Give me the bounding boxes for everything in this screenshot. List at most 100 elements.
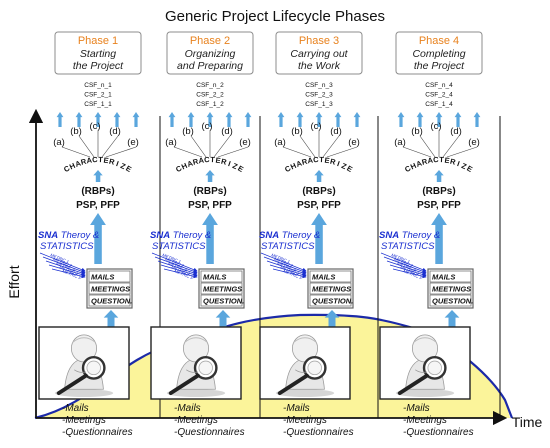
phase-header-box xyxy=(275,31,363,75)
data-source-text: -Meetings xyxy=(174,415,218,426)
metric-line xyxy=(392,268,427,279)
phase-name-line1: Carrying out xyxy=(290,48,348,60)
characterize-letter: Z xyxy=(119,161,127,171)
criterion-label: (c) xyxy=(430,121,441,132)
characterize-letter: E xyxy=(103,156,109,166)
source-label: QUESTION. xyxy=(91,297,132,306)
characterize-letter: C xyxy=(313,155,319,164)
source-label: MAILS xyxy=(91,273,114,282)
phase-header-box xyxy=(54,31,142,75)
source-cell xyxy=(200,270,243,283)
y-axis-label: Effort xyxy=(6,265,22,298)
criterion-label: (b) xyxy=(411,126,423,137)
characterize-letter: R xyxy=(108,157,116,167)
characterize-letter: A xyxy=(295,158,304,168)
source-cell xyxy=(88,270,131,283)
csf-label: CSF_1_3 xyxy=(305,101,333,108)
flow-arrow xyxy=(435,112,443,127)
magnifier-figure-icon xyxy=(266,329,344,397)
data-source-text: -Mails xyxy=(62,403,89,414)
phase-name-line1: Completing xyxy=(412,48,465,60)
characterize-letter: A xyxy=(307,155,314,165)
criterion-label: (d) xyxy=(450,126,462,137)
criterion-label: (a) xyxy=(165,137,177,148)
phase-name-line2: the Work xyxy=(298,60,341,72)
statistics-label: STATISTICS xyxy=(152,241,206,252)
sna-theory-label: SNA Theroy & xyxy=(379,230,440,241)
data-source-text: -Mails xyxy=(174,403,201,414)
phase-name-line2: the Project xyxy=(414,60,465,72)
source-label: MAILS xyxy=(312,273,335,282)
connector-line xyxy=(326,146,358,158)
data-source-text: -Mails xyxy=(403,403,430,414)
characterize-letter: H xyxy=(409,161,418,171)
characterize-letter: E xyxy=(324,156,330,166)
criterion-label: (b) xyxy=(182,126,194,137)
psp-pfp-label: PSP, PFP xyxy=(417,200,461,211)
flow-arrow xyxy=(206,112,214,127)
phase-name-line2: the Project xyxy=(73,60,124,72)
flow-arrow xyxy=(315,112,323,127)
flow-arrow xyxy=(454,112,462,127)
connector-line xyxy=(173,146,203,158)
characterize-letter: C xyxy=(62,163,72,174)
criterion-label: (a) xyxy=(394,137,406,148)
csf-label: CSF_1_2 xyxy=(196,101,224,108)
characterize-letter: Z xyxy=(460,161,468,171)
characterize-letter: A xyxy=(86,155,93,165)
flow-arrow xyxy=(56,112,64,127)
metric-line xyxy=(45,260,86,275)
flow-arrow xyxy=(113,112,121,127)
connector-line xyxy=(213,135,231,158)
flow-arrow xyxy=(93,170,103,182)
characterize-letter: E xyxy=(345,164,354,174)
criterion-label: (c) xyxy=(310,121,321,132)
flow-arrow xyxy=(202,213,218,264)
source-cell xyxy=(429,282,472,295)
source-cell xyxy=(200,282,243,295)
sna-theory-label: SNA Theroy & xyxy=(150,230,211,241)
data-source-text: -Meetings xyxy=(62,415,106,426)
source-label: MEETINGS xyxy=(91,285,130,294)
characterize-letter: C xyxy=(174,163,184,174)
metric-line xyxy=(272,268,307,279)
characterize-letter: T xyxy=(210,155,215,164)
connector-line xyxy=(217,146,249,158)
characterize-letter: R xyxy=(192,157,200,167)
criterion-label: (c) xyxy=(201,121,212,132)
phase-name-line1: Starting xyxy=(80,48,116,60)
data-source-text: -Questionnaires xyxy=(403,427,474,438)
characterize-letter: C xyxy=(92,155,98,164)
characterize-letter: E xyxy=(465,164,474,174)
criterion-label: (b) xyxy=(70,126,82,137)
connector-line xyxy=(322,135,340,158)
phase-header-box xyxy=(166,31,254,75)
connector-line xyxy=(442,135,460,158)
phase-number: Phase 2 xyxy=(190,35,230,47)
connector-line xyxy=(402,146,432,158)
criterion-label: (e) xyxy=(127,137,139,148)
source-cell xyxy=(88,282,131,295)
flow-arrow xyxy=(434,170,444,182)
characterize-letter: A xyxy=(198,155,205,165)
data-source-text: -Questionnaires xyxy=(174,427,245,438)
characterize-letter: R xyxy=(449,157,457,167)
metric-line xyxy=(263,256,307,274)
source-cell xyxy=(309,294,352,307)
connector-line xyxy=(419,135,436,158)
psp-pfp-label: PSP, PFP xyxy=(188,200,232,211)
x-axis-label: Time xyxy=(512,414,543,430)
sna-theory-label: SNA Theroy & xyxy=(259,230,320,241)
flow-arrow xyxy=(473,112,481,127)
metric-label: METRIC 1 xyxy=(50,252,70,264)
csf-label: CSF_1_1 xyxy=(84,101,112,108)
characterize-letter: E xyxy=(236,164,245,174)
csf-label: CSF_2_4 xyxy=(425,92,453,99)
metric-line xyxy=(160,264,198,277)
criterion-label: (d) xyxy=(221,126,233,137)
rbp-label: (RBPs) xyxy=(193,186,226,197)
source-label: QUESTION. xyxy=(312,297,353,306)
